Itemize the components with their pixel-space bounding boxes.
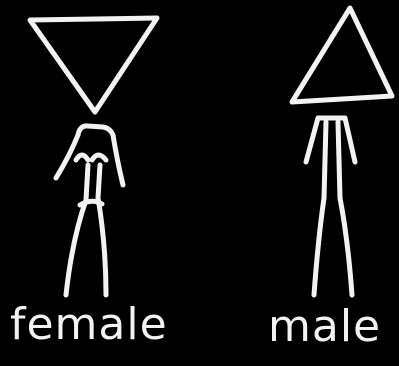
female-waist [86,165,100,200]
male-torso [324,122,340,198]
male-left-arm [306,118,318,162]
female-chest [76,155,106,160]
female-label: female [10,303,168,347]
male-right-leg [340,198,352,295]
male-left-leg [314,198,324,295]
inverted-triangle-icon [30,18,157,112]
male-label: male [268,305,381,349]
male-right-arm [345,118,355,162]
female-hips [80,201,102,205]
female-right-leg [98,198,106,295]
female-left-arm [56,135,78,178]
female-left-leg [66,200,86,295]
upright-triangle-icon [292,8,392,102]
